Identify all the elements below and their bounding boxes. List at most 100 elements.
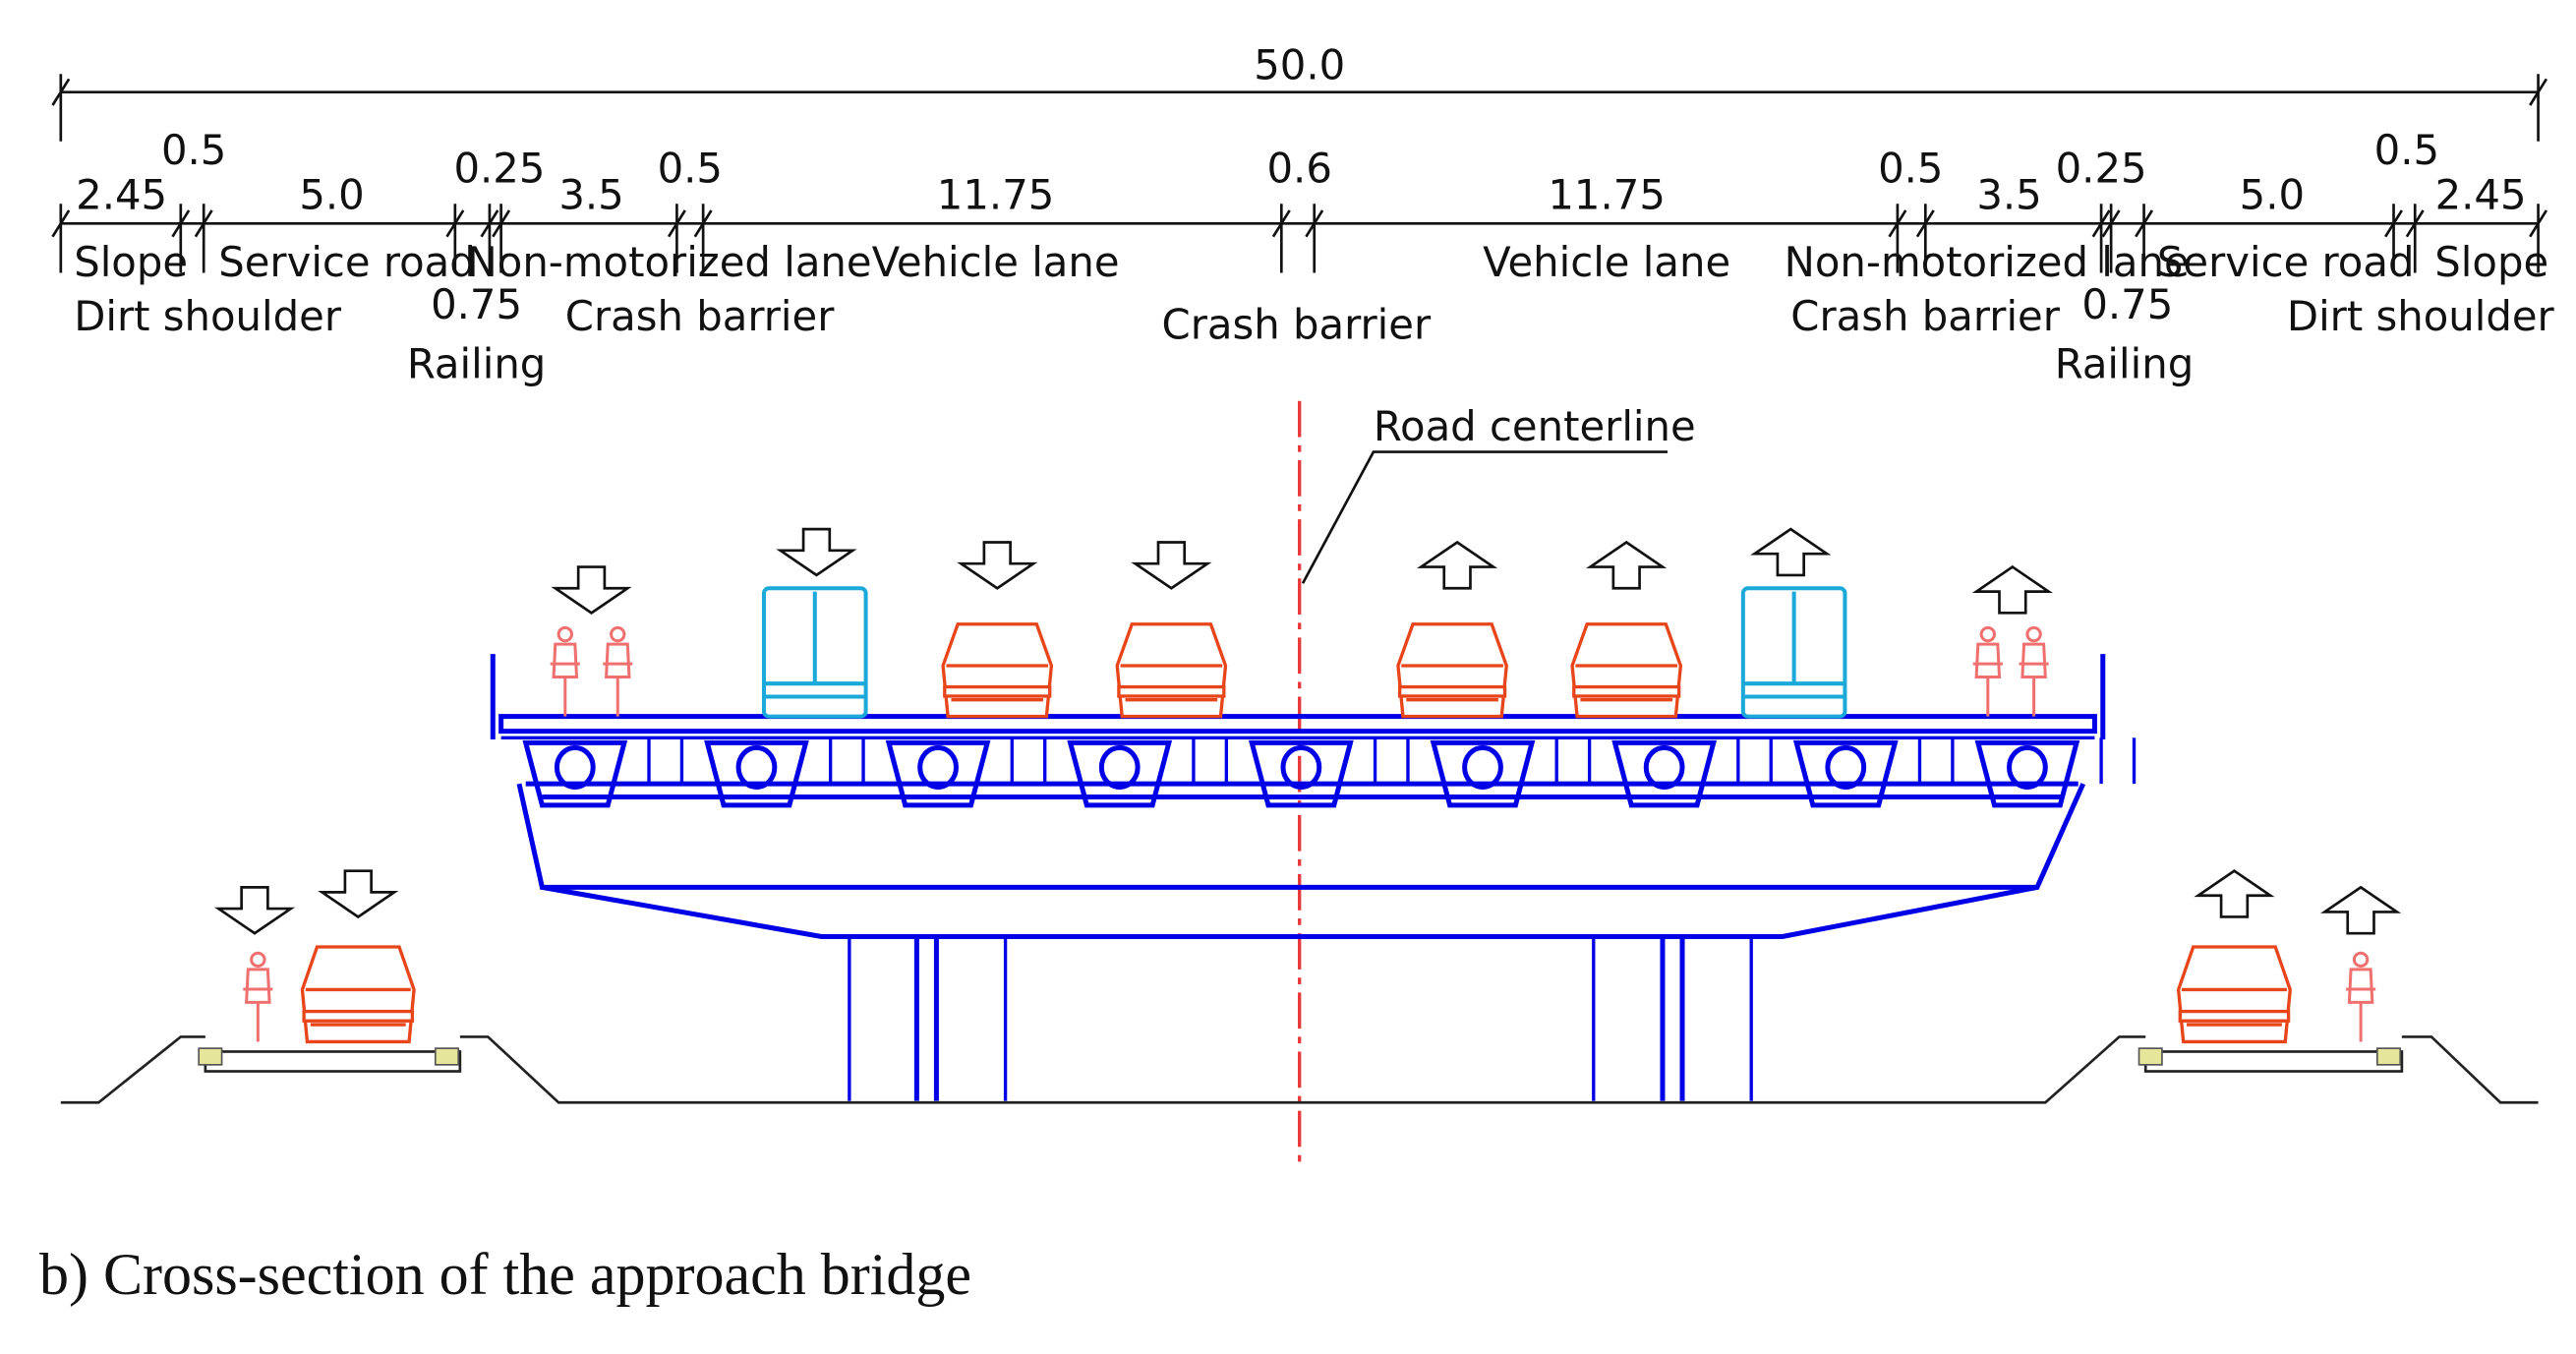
dim-nonmotor-left: 3.5 [558,170,623,218]
railing-post-left-b [434,1047,460,1066]
dim-slope-left: 2.45 [76,170,167,218]
label-railing-left: Railing [407,339,547,387]
label-slope-right: Slope [2434,238,2548,286]
dimension-tick-slash [1888,209,1907,238]
railing-post-right-a [2137,1047,2163,1066]
girder-void [917,744,959,790]
dim-railing-right-bottom: 0.75 [2081,280,2173,328]
car-icon [1570,622,1683,719]
girder-box [1248,739,1354,808]
dimension-tick-slash [1305,209,1324,238]
centerline-callout: Road centerline [1301,402,1696,584]
cyclist-icon [550,625,580,717]
dimension-tick-slash [2101,209,2121,238]
girder-void [554,744,596,790]
railing-post-left-a [198,1047,223,1066]
segment-labels: Slope Dirt shoulder Service road Railing… [74,238,2554,388]
arrow-down-icon [551,565,632,615]
arrow-down-icon [776,527,857,577]
bus-icon [761,586,868,719]
arrow-down-icon [1131,541,1212,590]
dim-barrier-left: 0.5 [658,145,723,193]
girder-void [1825,744,1867,790]
girder-box [1430,739,1536,808]
label-crash-barrier-right: Crash barrier [1790,292,2060,340]
dimension-tick-slash [2529,209,2548,238]
dimension-tick-slash [2091,209,2111,238]
dimension-tick-slash [51,209,71,238]
cyclist-icon [243,951,273,1042]
arrow-down-icon [213,886,296,935]
bus-icon [1740,586,1847,719]
figure-caption: b) Cross-section of the approach bridge [39,1242,972,1307]
arrow-up-icon [2194,869,2275,918]
girder-void [1643,744,1685,790]
dim-vehicle-left: 11.75 [937,170,1055,218]
cyclist-icon [2346,951,2376,1042]
girder-void [1462,744,1503,790]
label-nonmotor-right: Non-motorized lane [1785,238,2190,286]
dim-shoulder-left: 0.5 [161,126,226,174]
dim-railing-left-bottom: 0.75 [431,280,522,328]
girder-void [1098,744,1141,790]
dimension-tick-slash [2384,209,2404,238]
dimension-tick-slash [1915,209,1935,238]
dimension-tick-slash [492,209,511,238]
label-slope-left: Slope [74,238,188,286]
arrow-up-icon [1586,540,1668,590]
dimension-tick-slash [2405,209,2425,238]
car-icon [1115,622,1228,719]
label-service-road-right: Service road [2157,238,2415,286]
box-girders [522,737,2137,808]
arrow-down-icon [957,541,1038,590]
railing-post-right-b [2375,1047,2402,1066]
label-vehicle-lane-left: Vehicle lane [872,238,1120,286]
girder-void [735,744,778,790]
cyclist-icon [1972,625,2003,717]
car-icon [941,622,1054,719]
total-width-label: 50.0 [1254,40,1345,88]
label-vehicle-lane-right: Vehicle lane [1483,238,1730,286]
cyclist-icon [2019,625,2049,717]
ground-and-service-roads [60,1035,2539,1104]
dim-median: 0.6 [1266,145,1331,193]
car-icon [2176,945,2292,1044]
girder-box [1792,739,1899,808]
overall-dimension: 50.0 [51,40,2548,142]
bridge-pier [541,884,2038,1101]
arrow-up-icon [2320,885,2402,935]
dim-railing-left-top: 0.25 [453,145,545,193]
dim-nonmotor-right: 3.5 [1976,170,2041,218]
segment-dimension-line [51,204,2548,273]
dim-slope-right: 2.45 [2435,170,2527,218]
dimension-tick-slash [693,209,713,238]
dimension-tick-slash [445,209,465,238]
girder-box [885,739,991,808]
car-icon [300,945,416,1044]
label-dirt-shoulder-left: Dirt shoulder [74,292,342,340]
arrow-up-icon [1750,527,1832,577]
centerline-label: Road centerline [1374,402,1696,450]
dimension-tick-slash [2135,209,2154,238]
girder-box [1974,739,2080,808]
dimension-tick-slash [171,209,191,238]
girder-box [1611,739,1718,808]
dim-vehicle-right: 11.75 [1548,170,1666,218]
girder-box [704,739,809,808]
girder-void [1280,744,1322,790]
arrow-down-icon [318,869,399,919]
cyclist-icon [603,625,633,717]
dimension-tick-slash [667,209,686,238]
dim-barrier-right: 0.5 [1878,145,1943,193]
arrow-up-icon [1971,564,2053,615]
car-icon [1396,622,1508,719]
bridge-deck [490,654,2137,890]
label-dirt-shoulder-right: Dirt shoulder [2287,292,2555,340]
label-railing-right: Railing [2055,339,2195,387]
girder-void [2007,744,2048,790]
dimension-tick-slash [1271,209,1291,238]
dim-service-left: 5.0 [299,170,364,218]
label-crash-barrier-left: Crash barrier [565,292,835,340]
girder-box [522,739,628,808]
